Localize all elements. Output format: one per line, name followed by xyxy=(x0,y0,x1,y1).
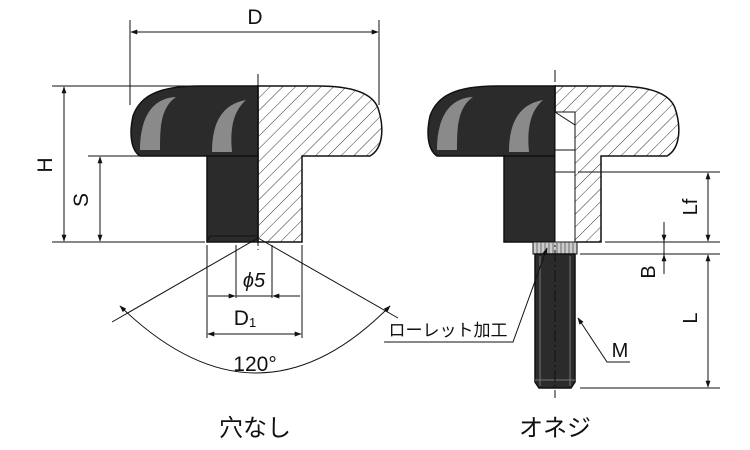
section-right-2 xyxy=(554,85,680,243)
caption-male-thread: オネジ xyxy=(519,414,591,442)
angle-arc xyxy=(119,305,391,374)
label-D: D xyxy=(247,6,262,29)
dim-D: D xyxy=(129,6,380,105)
label-L: L xyxy=(680,312,702,323)
knob-male-thread xyxy=(427,70,680,398)
embedded-screw xyxy=(554,111,576,243)
lobe-mid-2 xyxy=(509,100,543,152)
dim-H-S: H S xyxy=(34,85,205,243)
caption-no-hole: 穴なし xyxy=(219,414,291,442)
lobe-left xyxy=(140,97,176,150)
label-phi5: ϕ5 xyxy=(243,270,266,292)
dim-Lf-B-L: Lf B L xyxy=(578,171,720,389)
dim-phi5-D1-angle: ϕ5 D1 120° xyxy=(111,237,399,376)
label-angle: 120° xyxy=(233,353,276,376)
leaders: ローレット加工 M xyxy=(384,247,630,363)
label-knurl: ローレット加工 xyxy=(389,321,508,341)
stem-left xyxy=(206,155,259,243)
label-M: M xyxy=(612,340,629,362)
label-D1: D1 xyxy=(234,307,256,330)
stem-left-2 xyxy=(503,155,556,243)
label-B: B xyxy=(638,265,660,278)
lobe-left-2 xyxy=(437,97,473,150)
lobe-mid xyxy=(212,100,246,152)
label-Lf: Lf xyxy=(680,198,702,215)
label-H: H xyxy=(34,157,57,172)
knob-no-hole xyxy=(130,74,383,250)
section-right xyxy=(257,85,383,243)
label-S: S xyxy=(70,193,93,207)
